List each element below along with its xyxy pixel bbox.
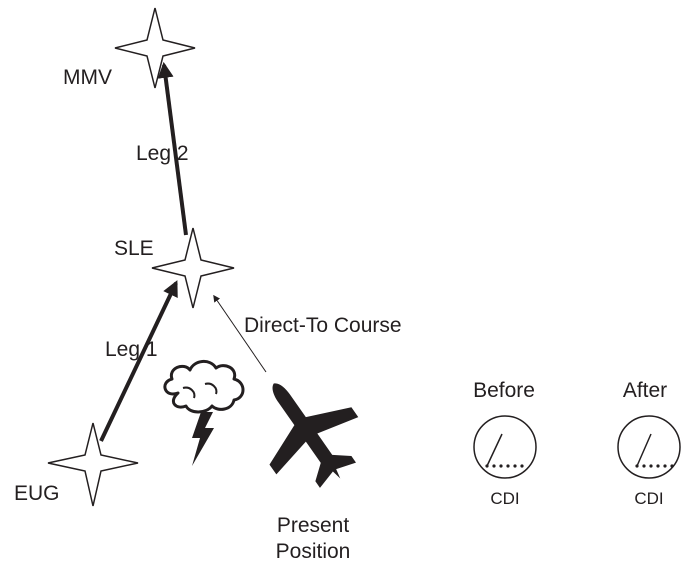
waypoint-sle-star-icon — [151, 227, 235, 309]
direct-to-course-label: Direct-To Course — [244, 314, 402, 337]
cdi-after-gauge — [617, 415, 681, 479]
cdi-before-title: Before — [473, 379, 535, 402]
cdi-before-label: CDI — [490, 489, 519, 508]
cdi-after-title: After — [623, 379, 667, 402]
direct-to-course-line — [213, 294, 267, 373]
waypoint-eug-star-icon — [47, 422, 139, 507]
present-position-label-line2: Position — [276, 540, 351, 563]
leg-1-line — [99, 280, 178, 442]
waypoint-label-mmv: MMV — [63, 66, 112, 89]
airplane-icon — [269, 383, 359, 488]
leg-1-label: Leg 1 — [105, 338, 158, 361]
leg-2-label: Leg 2 — [136, 142, 189, 165]
waypoint-label-eug: EUG — [14, 482, 60, 505]
cdi-after-label: CDI — [634, 489, 663, 508]
cdi-before-gauge — [473, 415, 537, 479]
waypoint-mmv-star-icon — [114, 7, 196, 89]
leg-2-line — [157, 61, 188, 236]
thunderstorm-icon — [163, 360, 245, 466]
present-position-label-line1: Present — [277, 514, 350, 537]
waypoint-label-sle: SLE — [114, 237, 154, 260]
